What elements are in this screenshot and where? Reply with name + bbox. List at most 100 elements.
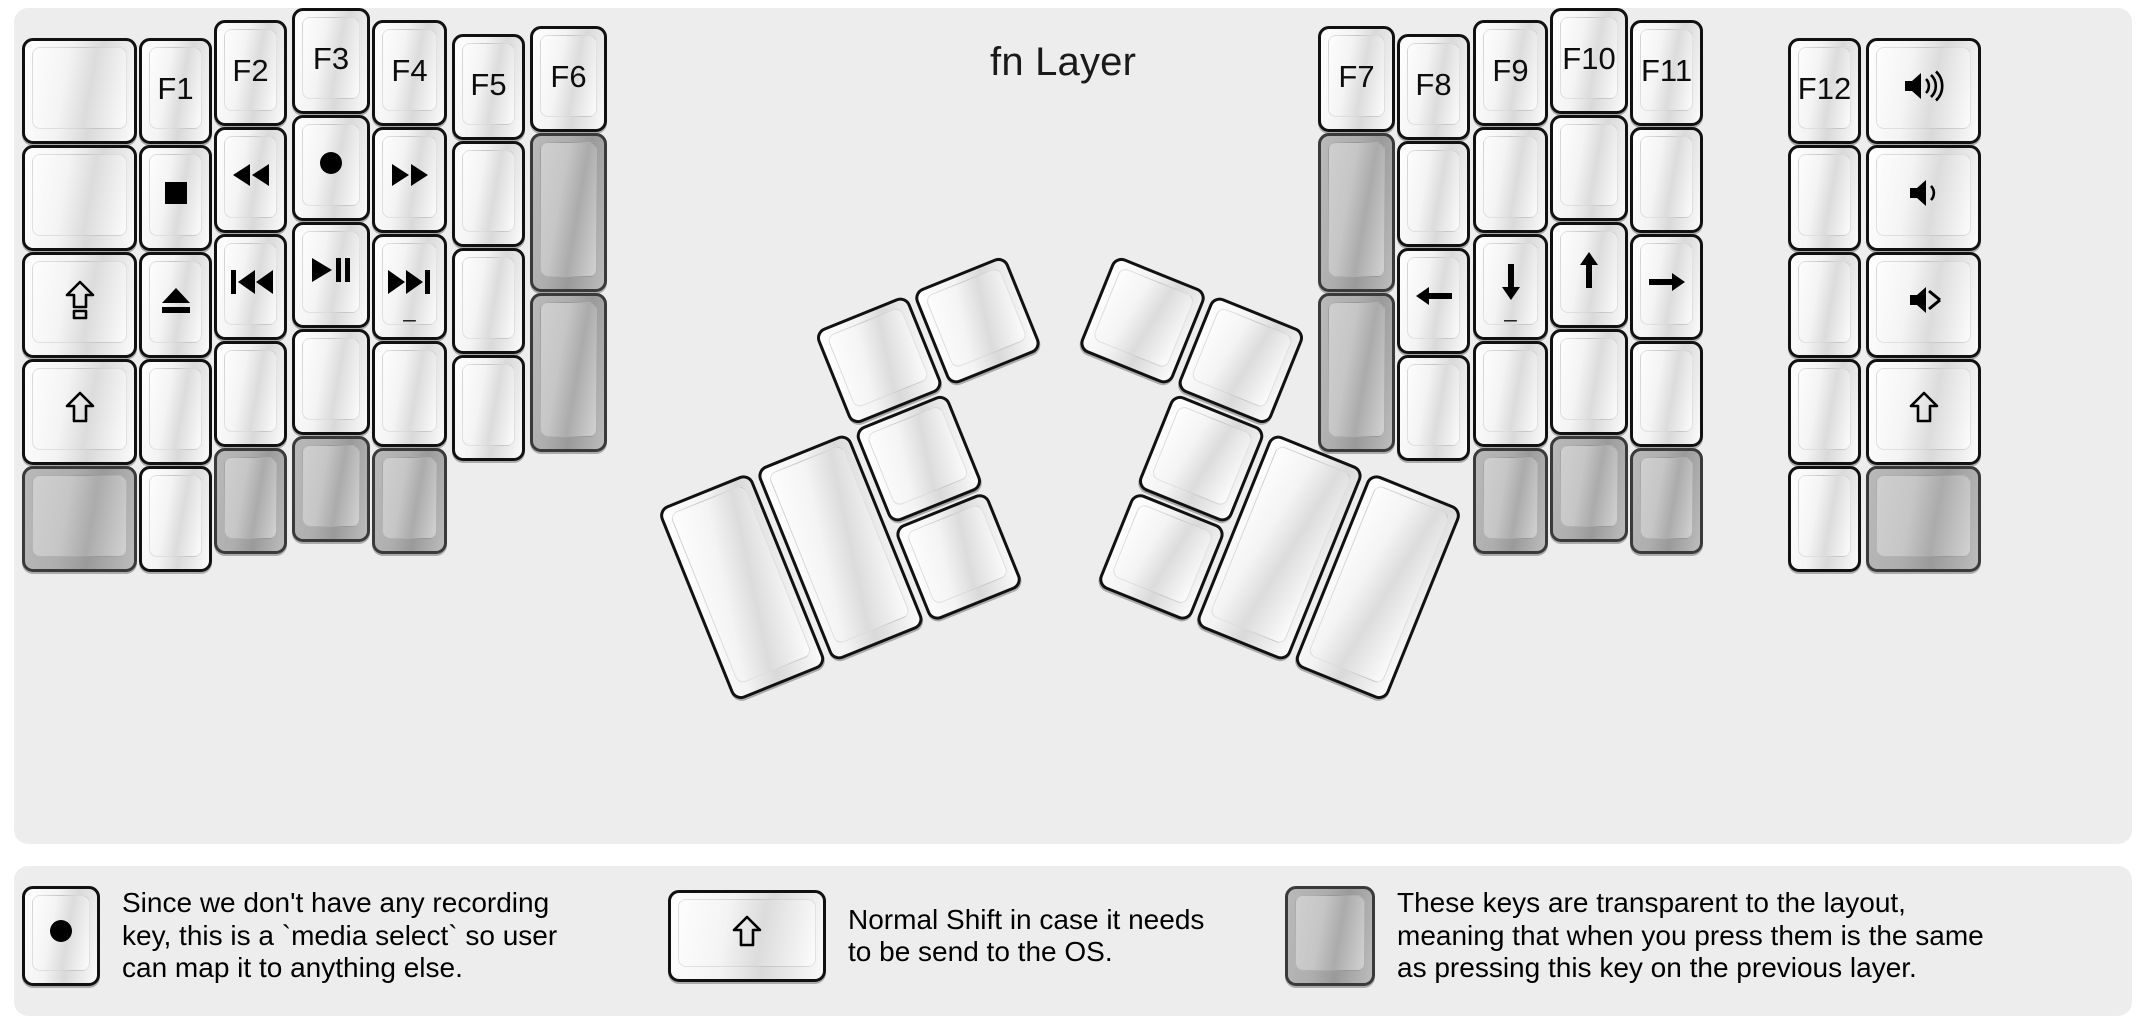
key-transparent-8[interactable] xyxy=(1318,293,1395,452)
key-media-eject-cap xyxy=(149,261,202,343)
key-blank-14[interactable] xyxy=(1473,341,1548,447)
key-blank-15[interactable] xyxy=(1550,115,1628,221)
legend-normal-shift: Normal Shift in case it needs to be send… xyxy=(668,890,1204,982)
key-arrow-down-sublabel: _ xyxy=(1504,297,1517,322)
key-volume-down[interactable] xyxy=(1866,145,1981,251)
key-media-prev-track[interactable] xyxy=(214,234,287,340)
key-f8[interactable]: F8 xyxy=(1397,34,1470,140)
key-arrow-left[interactable] xyxy=(1397,248,1470,354)
key-transparent-9[interactable] xyxy=(1473,448,1548,554)
key-f11[interactable]: F11 xyxy=(1630,20,1703,126)
key-blank-20[interactable] xyxy=(1788,252,1861,358)
key-transparent-3[interactable] xyxy=(292,436,370,542)
key-media-eject[interactable] xyxy=(139,252,212,358)
key-transparent-11[interactable] xyxy=(1630,448,1703,554)
key-blank-11[interactable] xyxy=(1397,141,1470,247)
key-blank-13-cap xyxy=(1483,136,1538,218)
key-volume-mute[interactable] xyxy=(1866,252,1981,358)
legend-media-select-key-cap-cap xyxy=(32,895,90,971)
key-media-play-pause[interactable] xyxy=(292,222,370,328)
key-f7[interactable]: F7 xyxy=(1318,26,1395,132)
key-volume-up[interactable] xyxy=(1866,38,1981,144)
key-f12-cap: F12 xyxy=(1798,47,1851,129)
legend-transparent-keys: These keys are transparent to the layout… xyxy=(1285,886,1984,986)
key-transparent-1[interactable] xyxy=(22,466,137,572)
key-transparent-4[interactable] xyxy=(372,448,447,554)
legend-media-select-key-cap xyxy=(22,886,100,986)
key-blank-1[interactable] xyxy=(22,38,137,144)
key-shift-right[interactable] xyxy=(1866,359,1981,465)
key-shift[interactable] xyxy=(22,359,137,465)
key-arrow-up-cap xyxy=(1560,231,1618,313)
key-blank-5[interactable] xyxy=(214,341,287,447)
key-blank-13[interactable] xyxy=(1473,127,1548,233)
key-transparent-6[interactable] xyxy=(530,293,607,452)
key-f1[interactable]: F1 xyxy=(139,38,212,144)
key-arrow-down[interactable]: _ xyxy=(1473,234,1548,340)
key-blank-2[interactable] xyxy=(22,145,137,251)
key-transparent-5[interactable] xyxy=(530,133,607,292)
key-blank-4-cap xyxy=(149,475,202,557)
key-transparent-2[interactable] xyxy=(214,448,287,554)
key-media-fast-forward[interactable] xyxy=(372,127,447,233)
key-volume-up-cap xyxy=(1876,47,1971,129)
key-f1-cap: F1 xyxy=(149,47,202,129)
key-transparent-2-cap xyxy=(224,457,277,539)
key-media-rewind[interactable] xyxy=(214,127,287,233)
key-f3-label: F3 xyxy=(312,40,350,76)
key-transparent-12[interactable] xyxy=(1866,466,1981,572)
key-transparent-10-cap xyxy=(1560,445,1618,527)
key-blank-4[interactable] xyxy=(139,466,212,572)
key-f10[interactable]: F10 xyxy=(1550,8,1628,114)
thumb-key-r3-cap xyxy=(1190,306,1294,409)
key-blank-21[interactable] xyxy=(1788,359,1861,465)
key-blank-18-cap xyxy=(1640,350,1693,432)
key-arrow-up[interactable] xyxy=(1550,222,1628,328)
key-f3-cap: F3 xyxy=(302,17,360,99)
key-blank-8-cap xyxy=(462,150,515,232)
key-blank-8[interactable] xyxy=(452,141,525,247)
volume-down-icon xyxy=(1907,177,1941,213)
key-blank-12[interactable] xyxy=(1397,355,1470,461)
key-blank-22-cap xyxy=(1798,475,1851,557)
key-f4[interactable]: F4 xyxy=(372,20,447,126)
key-f5[interactable]: F5 xyxy=(452,34,525,140)
key-f9-label: F9 xyxy=(1492,52,1529,88)
key-blank-19[interactable] xyxy=(1788,145,1861,251)
key-media-select[interactable] xyxy=(292,115,370,221)
stop-icon xyxy=(163,180,189,210)
key-f9[interactable]: F9 xyxy=(1473,20,1548,126)
key-blank-3[interactable] xyxy=(139,359,212,465)
key-blank-22[interactable] xyxy=(1788,466,1861,572)
key-blank-12-cap xyxy=(1407,364,1460,446)
key-blank-16[interactable] xyxy=(1550,329,1628,435)
legend-transparent-keys-key-cap xyxy=(1285,886,1375,986)
key-f3[interactable]: F3 xyxy=(292,8,370,114)
prev-track-icon xyxy=(229,268,273,300)
key-transparent-10[interactable] xyxy=(1550,436,1628,542)
arrow-down-icon xyxy=(1499,262,1523,306)
key-blank-9[interactable] xyxy=(452,248,525,354)
key-blank-10[interactable] xyxy=(452,355,525,461)
shift-icon xyxy=(1909,390,1939,428)
key-f10-label: F10 xyxy=(1562,40,1616,76)
key-f6[interactable]: F6 xyxy=(530,26,607,132)
key-media-next-track[interactable]: _ xyxy=(372,234,447,340)
key-f2[interactable]: F2 xyxy=(214,20,287,126)
key-f12[interactable]: F12 xyxy=(1788,38,1861,144)
key-blank-3-cap xyxy=(149,368,202,450)
key-arrow-right[interactable] xyxy=(1630,234,1703,340)
legend-transparent-keys-text: These keys are transparent to the layout… xyxy=(1397,887,1984,984)
key-blank-20-cap xyxy=(1798,261,1851,343)
key-caps-lock[interactable] xyxy=(22,252,137,358)
key-caps-lock-cap xyxy=(32,261,127,343)
key-transparent-7[interactable] xyxy=(1318,133,1395,292)
key-blank-18[interactable] xyxy=(1630,341,1703,447)
key-f11-cap: F11 xyxy=(1640,29,1693,111)
key-blank-14-cap xyxy=(1483,350,1538,432)
key-blank-17[interactable] xyxy=(1630,127,1703,233)
key-blank-7[interactable] xyxy=(372,341,447,447)
key-blank-6[interactable] xyxy=(292,329,370,435)
key-media-stop[interactable] xyxy=(139,145,212,251)
